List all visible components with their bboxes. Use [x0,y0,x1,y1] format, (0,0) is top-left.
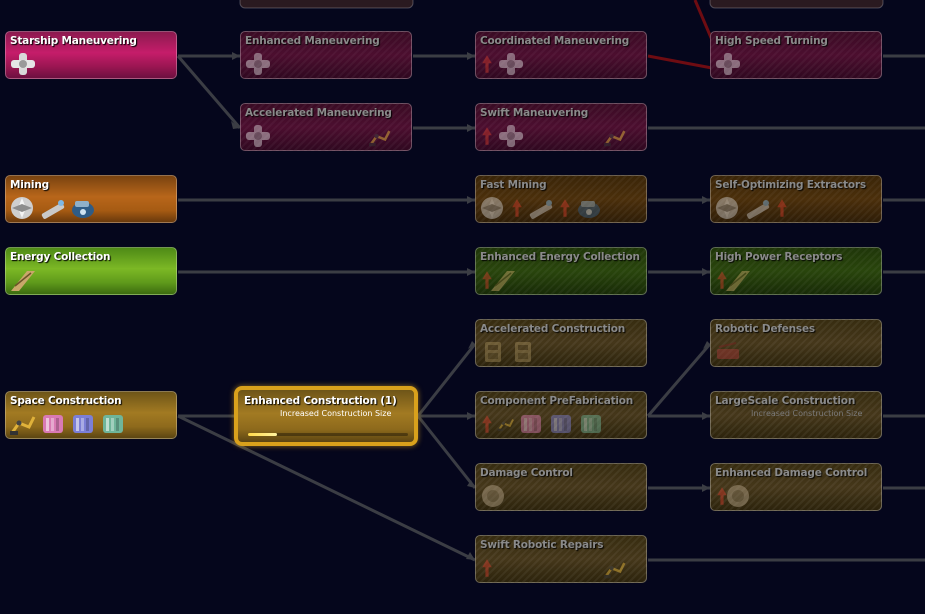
tech-high-power-receptors[interactable]: High Power Receptors [710,247,882,295]
thruster-icon [716,53,740,75]
tech-self-optimizing-extractors[interactable]: Self-Optimizing Extractors [710,175,882,223]
tech-robotic-defenses[interactable]: Robotic Defenses [710,319,882,367]
construction-arm-icon [602,561,626,580]
tech-enhanced-damage-control[interactable]: Enhanced Damage Control [710,463,882,511]
tech-component-prefabrication[interactable]: Component PreFabrication [475,391,647,439]
tech-title: Enhanced Maneuvering [245,35,380,47]
tech-title: Energy Collection [10,251,111,263]
tech-accelerated-maneuvering[interactable]: Accelerated Maneuvering [240,103,412,151]
pink-module-icon [43,415,63,433]
tech-accelerated-construction[interactable]: Accelerated Construction [475,319,647,367]
green-module-icon [581,415,601,433]
tech-subtitle: Increased Construction Size [751,409,863,418]
thruster-icon [11,53,35,75]
tech-title: Fast Mining [480,179,547,191]
tech-title: Enhanced Damage Control [715,467,868,479]
tech-mining[interactable]: Mining [5,175,177,223]
blue-module-icon [551,415,571,433]
thruster-icon [499,125,523,147]
tech-energy-collection[interactable]: Energy Collection [5,247,177,295]
tech-swift-maneuvering[interactable]: Swift Maneuvering [475,103,647,151]
thruster-icon [246,53,270,75]
tech-title: High Speed Turning [715,35,828,47]
mining-laser-icon [41,200,65,220]
ship-icon [367,129,391,148]
tech-title: High Power Receptors [715,251,843,263]
tech-title: Damage Control [480,467,573,479]
turret-icon [716,342,740,360]
solar-panel-icon [10,270,36,292]
tech-title: Enhanced Energy Collection [480,251,640,263]
mining-drone-icon [72,201,94,218]
tech-damage-control[interactable]: Damage Control [475,463,647,511]
tech-high-speed-turning[interactable]: High Speed Turning [710,31,882,79]
tech-title: Self-Optimizing Extractors [715,179,866,191]
armor-icon [727,485,749,507]
asteroid-icon [11,197,33,219]
tech-enhanced-energy-collection[interactable]: Enhanced Energy Collection [475,247,647,295]
tech-starship-maneuvering[interactable]: Starship Maneuvering [5,31,177,79]
arrow-up-icon [482,55,492,73]
tech-title: Robotic Defenses [715,323,815,335]
tech-title: Coordinated Maneuvering [480,35,630,47]
tech-title: Space Construction [10,395,122,407]
tech-title: Mining [10,179,49,191]
mining-laser-icon [529,200,553,220]
arrow-up-icon [482,415,492,433]
tech-swift-robotic-repairs[interactable]: Swift Robotic Repairs [475,535,647,583]
construction-arm-icon [9,415,36,437]
solar-panel-icon [725,270,751,292]
tech-title: Accelerated Construction [480,323,626,335]
tech-coordinated-maneuvering[interactable]: Coordinated Maneuvering [475,31,647,79]
construction-arm-icon [497,418,515,433]
tech-fast-mining[interactable]: Fast Mining [475,175,647,223]
tech-title: Starship Maneuvering [10,35,137,47]
green-module-icon [103,415,123,433]
tech-title: Accelerated Maneuvering [245,107,392,119]
arrow-up-icon [482,127,492,145]
research-progress-bar [248,433,408,436]
tech-title: Component PreFabrication [480,395,634,407]
robot-icon [515,342,531,362]
tech-enhanced-maneuvering[interactable]: Enhanced Maneuvering [240,31,412,79]
mining-laser-icon [746,200,770,220]
tech-title: Swift Maneuvering [480,107,589,119]
thruster-icon [246,125,270,147]
tech-largescale-construction[interactable]: LargeScale Construction Increased Constr… [710,391,882,439]
thruster-icon [499,53,523,75]
ship-icon [602,129,626,148]
asteroid-icon [481,197,503,219]
arrow-up-icon [512,199,522,217]
tech-title: Enhanced Construction (1) [244,395,397,407]
tech-subtitle: Increased Construction Size [280,409,392,418]
armor-icon [482,485,504,507]
tech-title: LargeScale Construction [715,395,856,407]
pink-module-icon [521,415,541,433]
arrow-up-icon [482,559,492,577]
tech-space-construction[interactable]: Space Construction [5,391,177,439]
tech-enhanced-construction[interactable]: Enhanced Construction (1) Increased Cons… [234,386,418,446]
robot-icon [485,342,501,362]
asteroid-icon [716,197,738,219]
mining-drone-icon [578,201,600,218]
arrow-up-icon [560,199,570,217]
research-progress-fill [248,433,277,436]
solar-panel-icon [490,270,516,292]
blue-module-icon [73,415,93,433]
arrow-up-icon [777,199,787,217]
tech-title: Swift Robotic Repairs [480,539,604,551]
